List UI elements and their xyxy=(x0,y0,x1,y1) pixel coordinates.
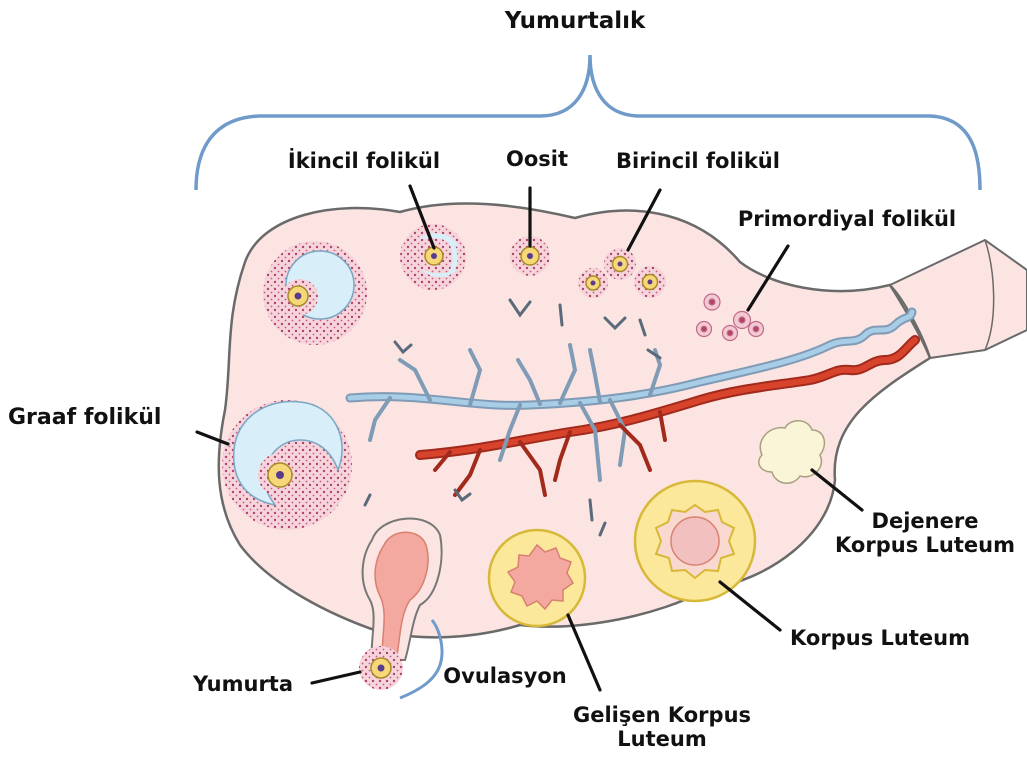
label-corpus-luteum: Korpus Luteum xyxy=(790,626,970,650)
label-degenerate-corpus-luteum-line2: Korpus Luteum xyxy=(835,533,1015,557)
graafian-follicle xyxy=(222,400,352,530)
label-primary-follicle: Birincil folikül xyxy=(616,149,780,173)
label-degenerate-corpus-luteum-line1: Dejenere xyxy=(872,509,979,533)
large-follicle xyxy=(263,241,367,345)
label-ovulation: Ovulasyon xyxy=(443,664,566,688)
corpus-luteum xyxy=(635,481,755,601)
label-developing-corpus-luteum-line2: Luteum xyxy=(617,727,706,751)
label-egg: Yumurta xyxy=(192,672,293,696)
label-graafian-follicle: Graaf folikül xyxy=(8,405,161,430)
ruptured-follicle xyxy=(363,519,442,660)
label-developing-corpus-luteum-line1: Gelişen Korpus xyxy=(573,703,751,727)
diagram-title: Yumurtalık xyxy=(504,8,646,34)
ovulated-egg xyxy=(359,646,403,690)
label-oocyte: Oosit xyxy=(506,147,568,171)
label-secondary-follicle: İkincil folikül xyxy=(288,148,440,173)
label-primordial-follicle: Primordiyal folikül xyxy=(738,207,956,231)
developing-corpus-luteum xyxy=(489,530,585,626)
secondary-follicle xyxy=(400,224,466,290)
